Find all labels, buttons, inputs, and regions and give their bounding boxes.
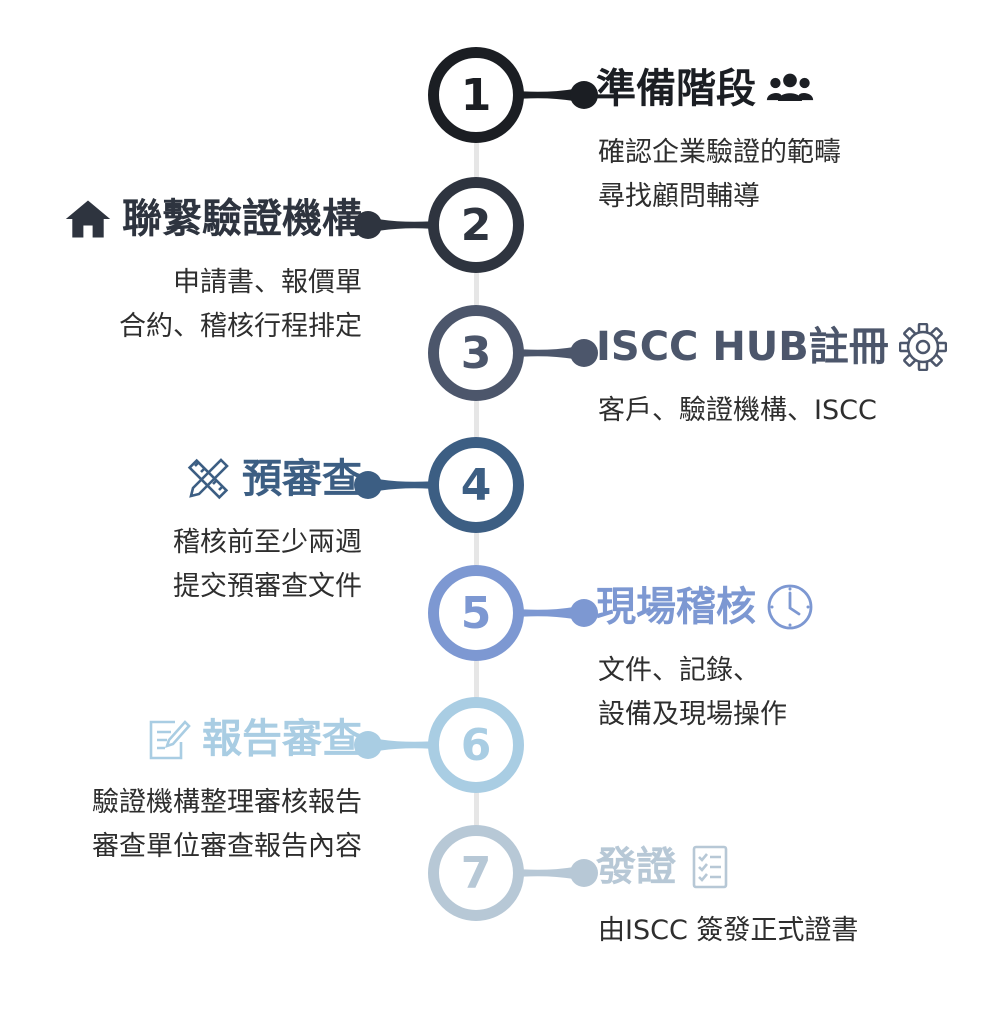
step-number: 1 [460, 69, 492, 121]
step-description-line: 由ISCC 簽發正式證書 [598, 915, 859, 946]
step-number-circle: 7 [428, 825, 524, 921]
step-description-line: 驗證機構整理審核報告 [92, 787, 362, 818]
step-number-circle: 3 [428, 305, 524, 401]
step-title-text: 發證 [596, 844, 676, 890]
step-number: 6 [460, 719, 492, 771]
step-description: 驗證機構整理審核報告審查單位審查報告內容 [92, 781, 362, 869]
step-title: 發證 [596, 843, 734, 891]
step-number-circle: 5 [428, 565, 524, 661]
step-description-line: 審查單位審查報告內容 [92, 831, 362, 862]
step-description: 由ISCC 簽發正式證書 [598, 909, 858, 953]
step-description-line: 文件、記錄、 [598, 655, 760, 686]
step-title: 報告審查 [144, 715, 362, 763]
step-title-text: ISCC HUB註冊 [596, 324, 889, 370]
step-description-line: 客戶、驗證機構、ISCC [598, 395, 877, 426]
step-description: 文件、記錄、設備及現場操作 [598, 649, 787, 737]
step-number-circle: 1 [428, 47, 524, 143]
step-title: 現場稽核 [596, 583, 814, 631]
step-description: 確認企業驗證的範疇尋找顧問輔導 [598, 131, 841, 219]
edit-document-icon [144, 715, 192, 763]
step-description-line: 提交預審查文件 [173, 571, 362, 602]
step-description-line: 稽核前至少兩週 [173, 527, 362, 558]
step-title-text: 預審查 [242, 456, 362, 502]
step-number: 5 [460, 587, 492, 639]
step-description-line: 申請書、報價單 [173, 267, 362, 298]
gear-icon [898, 323, 947, 371]
step-description-line: 合約、稽核行程排定 [119, 311, 362, 342]
clock-icon [766, 583, 814, 631]
step-title-text: 聯繫驗證機構 [122, 196, 362, 242]
step-number-circle: 2 [428, 177, 524, 273]
step-description-line: 確認企業驗證的範疇 [598, 137, 841, 168]
home-icon [64, 195, 112, 243]
step-number: 2 [460, 199, 492, 251]
ruler-pencil-icon [184, 455, 232, 503]
checklist-icon [686, 843, 734, 891]
step-title: 預審查 [184, 455, 362, 503]
step-description: 稽核前至少兩週提交預審查文件 [173, 521, 362, 609]
step-description-line: 設備及現場操作 [598, 699, 787, 730]
step-title: 聯繫驗證機構 [64, 195, 362, 243]
step-title-text: 報告審查 [202, 716, 362, 762]
step-description: 客戶、驗證機構、ISCC [598, 389, 877, 433]
step-title-text: 準備階段 [596, 66, 756, 112]
step-title: ISCC HUB註冊 [596, 323, 947, 371]
step-number-circle: 4 [428, 437, 524, 533]
step-number: 7 [460, 847, 492, 899]
step-number: 3 [460, 327, 492, 379]
step-title: 準備階段 [596, 65, 814, 113]
step-description-line: 尋找顧問輔導 [598, 181, 760, 212]
step-number: 4 [460, 459, 492, 511]
users-icon [766, 65, 814, 113]
step-title-text: 現場稽核 [596, 584, 756, 630]
step-number-circle: 6 [428, 697, 524, 793]
step-description: 申請書、報價單合約、稽核行程排定 [119, 261, 362, 349]
